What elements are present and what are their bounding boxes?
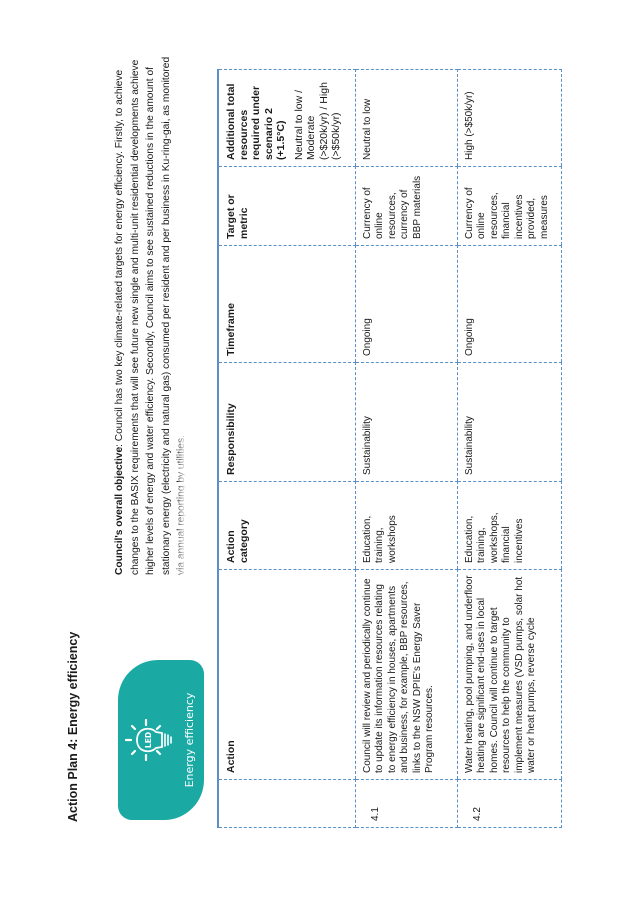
row-target: Currency of online resources, financial …: [457, 166, 561, 246]
overall-objective: Council's overall objective: Council has…: [112, 55, 186, 575]
row-resources: Neutral to low: [355, 69, 457, 167]
led-lightbulb-icon: LED: [124, 718, 172, 762]
row-responsibility: Sustainability: [355, 362, 457, 482]
row-timeframe: Ongoing: [355, 245, 457, 363]
table-row: 4.2 Water heating, pool pumping, and und…: [457, 69, 561, 828]
header-target-metric: Target or metric: [218, 166, 355, 246]
header-responsibility: Responsibility: [218, 362, 355, 482]
header-action: Action: [218, 569, 355, 780]
row-action: Council will review and periodically con…: [355, 569, 457, 780]
row-resources: High (>$50k/yr): [457, 69, 561, 167]
action-plan-table: Action Action category Responsibility Ti…: [217, 69, 562, 828]
row-category: Education, training, workshops: [355, 481, 457, 570]
header-number: [218, 779, 355, 828]
header-resources-note: Neutral to low / Moderate (>$20k/yr) / H…: [292, 82, 343, 160]
row-target: Currency of online resources, currency o…: [355, 166, 457, 246]
row-number: 4.1: [355, 779, 457, 828]
header-additional-resources: Additional total resources required unde…: [218, 69, 355, 167]
objective-lead: Council's overall objective: [114, 446, 125, 575]
row-number: 4.2: [457, 779, 561, 828]
table-header-row: Action Action category Responsibility Ti…: [218, 69, 355, 828]
row-timeframe: Ongoing: [457, 245, 561, 363]
page-title: Action Plan 4: Energy efficiency: [66, 631, 80, 822]
badge-label: Energy efficiency: [183, 692, 196, 788]
header-resources-title: Additional total resources required unde…: [225, 83, 287, 160]
header-action-category: Action category: [218, 481, 355, 570]
svg-text:LED: LED: [144, 732, 153, 748]
energy-efficiency-badge: LED Energy efficiency: [118, 660, 204, 820]
table-row: 4.1 Council will review and periodically…: [355, 69, 457, 828]
row-responsibility: Sustainability: [457, 362, 561, 482]
row-action: Water heating, pool pumping, and underfl…: [457, 569, 561, 780]
row-category: Education, training, workshops, financia…: [457, 481, 561, 570]
header-timeframe: Timeframe: [218, 245, 355, 363]
